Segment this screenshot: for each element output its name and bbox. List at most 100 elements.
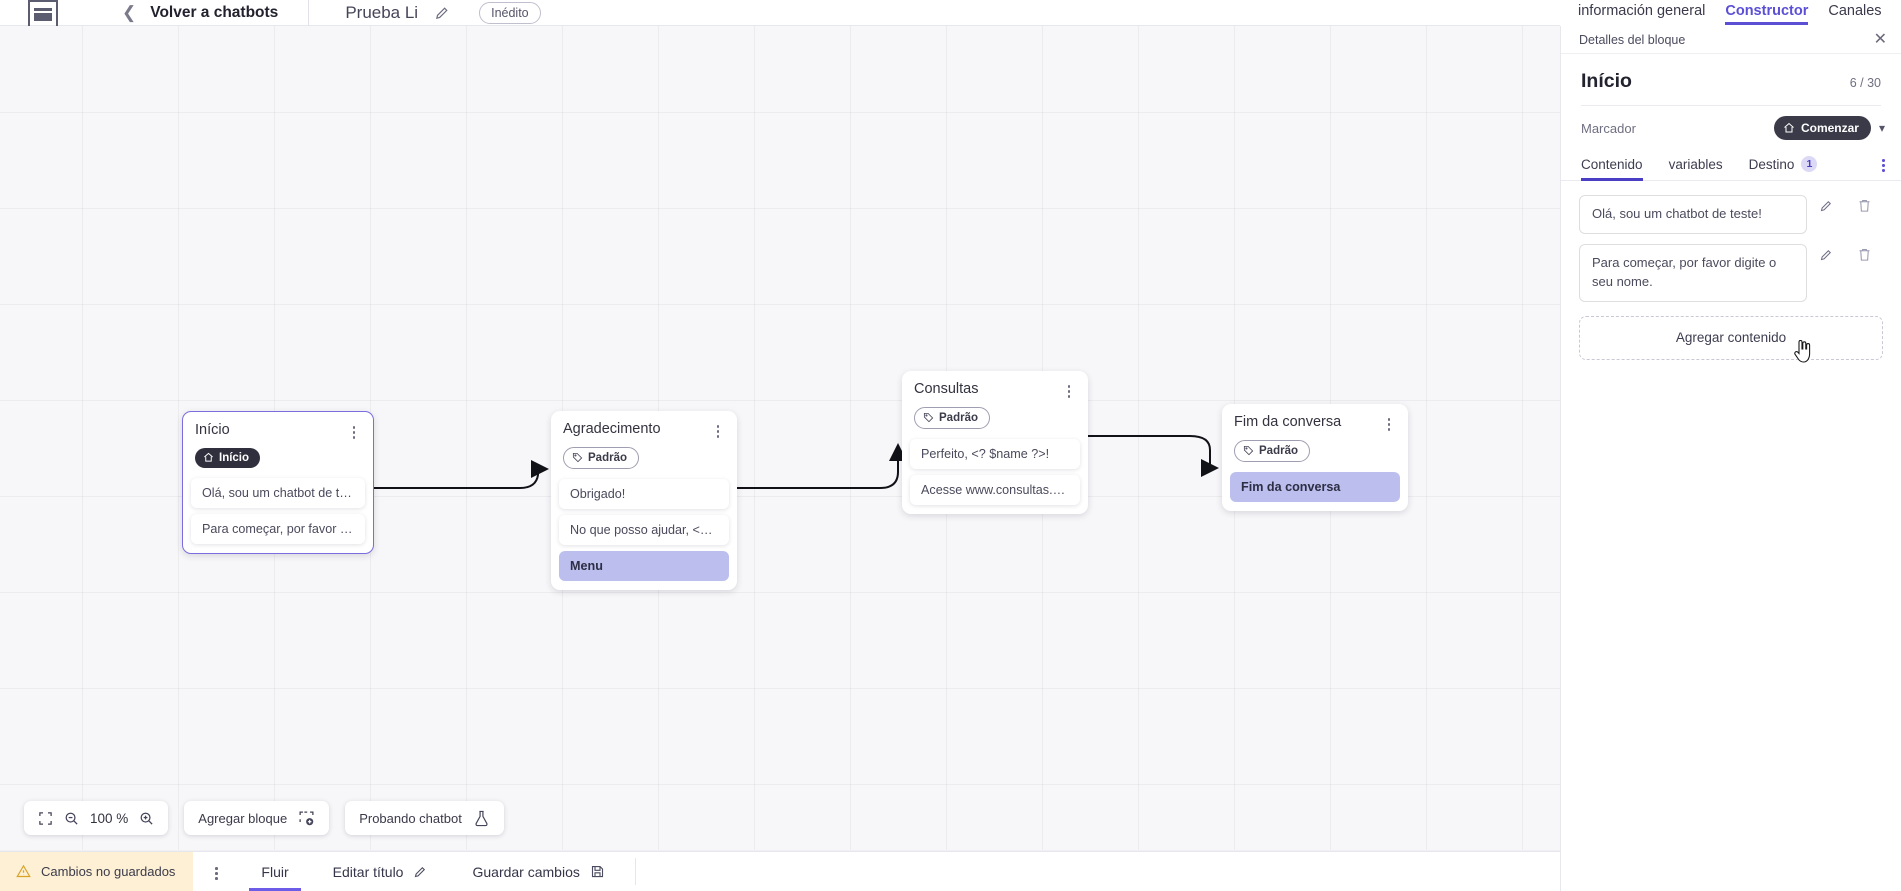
node-rows: Perfeito, <? $name ?>! Acesse www.consul… <box>902 438 1088 505</box>
edge-inicio-agradecimento <box>374 460 549 489</box>
zoom-in-icon[interactable] <box>139 811 154 826</box>
vtr-logo-icon[interactable] <box>26 0 60 26</box>
content-item: Para começar, por favor digite o seu nom… <box>1579 243 1883 302</box>
panel-count: 6 / 30 <box>1849 76 1881 90</box>
flow-node-agradecimento[interactable]: Agradecimento Padrão Obrigado! No que po… <box>551 411 737 590</box>
content-text[interactable]: Para começar, por favor digite o seu nom… <box>1579 243 1807 302</box>
tab-constructor[interactable]: Constructor <box>1725 3 1808 25</box>
kebab-vertical-icon[interactable] <box>1062 381 1076 398</box>
flow-canvas[interactable]: Início Início Olá, sou um chatbot de tes… <box>0 26 1561 861</box>
zoom-controls: 100 % <box>24 801 169 835</box>
tag-icon <box>1243 445 1254 456</box>
marker-row: Marcador Comenzar ▾ <box>1561 106 1901 150</box>
tab-informacion-general[interactable]: información general <box>1578 3 1706 19</box>
node-row[interactable]: Menu <box>559 550 729 581</box>
panel-tab-variables[interactable]: variables <box>1669 157 1723 180</box>
panel-tab-label: Destino <box>1748 156 1795 172</box>
panel-title: Início <box>1581 70 1632 92</box>
node-rows: Obrigado! No que posso ajudar, <? $name … <box>551 478 737 581</box>
node-badge: Padrão <box>1234 439 1310 462</box>
block-details-panel: Detalles del bloque ✕ Início 6 / 30 Marc… <box>1560 26 1901 891</box>
panel-content: Olá, sou um chatbot de teste! Par <box>1561 181 1901 360</box>
zoom-out-icon[interactable] <box>64 811 79 826</box>
panel-tab-destino[interactable]: Destino 1 <box>1749 156 1818 180</box>
edge-agradecimento-consultas <box>737 443 907 489</box>
node-rows: Olá, sou um chatbot de teste! Para começ… <box>183 477 373 544</box>
add-content-button[interactable]: Agregar contenido <box>1579 315 1883 360</box>
node-badge: Padrão <box>914 406 990 429</box>
kebab-vertical-icon[interactable] <box>347 422 361 439</box>
node-header: Início <box>183 412 373 439</box>
chevron-left-icon[interactable]: ❮ <box>122 3 137 22</box>
node-badge: Início <box>195 447 261 468</box>
bottom-divider <box>634 858 636 885</box>
right-tabs: información general Constructor Canales <box>1560 0 1901 26</box>
node-row[interactable]: Olá, sou um chatbot de teste! <box>191 477 365 508</box>
kebab-vertical-icon[interactable] <box>193 852 239 891</box>
node-row[interactable]: Obrigado! <box>559 478 729 509</box>
node-row[interactable]: Perfeito, <? $name ?>! <box>910 438 1080 469</box>
flow-node-inicio[interactable]: Início Início Olá, sou um chatbot de tes… <box>182 411 374 554</box>
canvas-toolbar: 100 % Agregar bloque <box>24 801 504 835</box>
home-icon <box>1783 122 1795 134</box>
close-icon[interactable]: ✕ <box>1873 30 1887 48</box>
marker-label: Marcador <box>1581 120 1636 136</box>
node-row[interactable]: No que posso ajudar, <? $name ... <box>559 514 729 545</box>
panel-tab-badge: 1 <box>1801 156 1818 172</box>
flask-icon <box>473 810 490 827</box>
node-title: Agradecimento <box>563 421 661 437</box>
toolbar-divider <box>308 0 310 30</box>
node-row[interactable]: Para começar, por favor digite o ... <box>191 513 365 544</box>
bottom-tab-fluir[interactable]: Fluir <box>239 852 310 891</box>
save-icon <box>590 864 605 879</box>
unsaved-changes-indicator: Cambios no guardados <box>0 852 194 891</box>
save-changes-button[interactable]: Guardar cambios <box>450 852 626 891</box>
fit-screen-icon[interactable] <box>38 811 53 826</box>
top-bar: ❮ Volver a chatbots Prueba Li Inédito <box>0 0 1561 30</box>
node-header: Agradecimento <box>551 411 737 438</box>
content-item-actions <box>1807 244 1883 262</box>
trash-icon[interactable] <box>1845 247 1883 262</box>
flow-node-fim-da-conversa[interactable]: Fim da conversa Padrão Fim da conversa <box>1222 404 1408 511</box>
node-badge-label: Padrão <box>588 451 627 464</box>
node-badge: Padrão <box>563 446 639 469</box>
node-title: Consultas <box>914 381 979 397</box>
pencil-icon[interactable] <box>1807 247 1845 262</box>
marker-pill-comenzar[interactable]: Comenzar <box>1773 116 1871 140</box>
home-icon <box>203 452 214 463</box>
test-chatbot-button[interactable]: Probando chatbot <box>345 801 504 835</box>
panel-header-label: Detalles del bloque <box>1579 32 1686 47</box>
panel-title-row: Início 6 / 30 <box>1561 54 1901 105</box>
node-row[interactable]: Acesse www.consultas.com par... <box>910 474 1080 505</box>
trash-icon[interactable] <box>1845 198 1883 213</box>
bottom-tab-label: Fluir <box>261 863 289 880</box>
content-text[interactable]: Olá, sou um chatbot de teste! <box>1579 195 1807 234</box>
flow-node-consultas[interactable]: Consultas Padrão Perfeito, <? $name ?>! … <box>902 371 1088 514</box>
edit-title-button[interactable]: Editar título <box>311 852 451 891</box>
tag-icon <box>923 412 934 423</box>
edge-consultas-fim <box>1086 435 1219 477</box>
add-block-button[interactable]: Agregar bloque <box>184 801 330 835</box>
back-to-chatbots-link[interactable]: Volver a chatbots <box>150 3 279 21</box>
tag-icon <box>572 452 583 463</box>
status-badge: Inédito <box>479 1 541 24</box>
save-changes-label: Guardar cambios <box>472 863 580 880</box>
test-chatbot-label: Probando chatbot <box>359 810 462 826</box>
panel-header: Detalles del bloque ✕ <box>1561 26 1901 54</box>
node-row[interactable]: Fim da conversa <box>1230 471 1400 502</box>
node-badge-label: Início <box>219 451 250 464</box>
panel-tab-contenido[interactable]: Contenido <box>1581 157 1643 181</box>
unsaved-changes-label: Cambios no guardados <box>41 864 176 879</box>
chevron-down-icon[interactable]: ▾ <box>1878 121 1885 135</box>
content-item-actions <box>1807 195 1883 213</box>
node-badge-label: Padrão <box>939 411 978 424</box>
pencil-icon[interactable] <box>434 4 451 21</box>
tab-canales[interactable]: Canales <box>1828 3 1882 19</box>
kebab-vertical-icon[interactable] <box>1382 414 1396 431</box>
edit-title-label: Editar título <box>332 863 404 880</box>
kebab-vertical-icon[interactable] <box>711 421 725 438</box>
marker-controls: Comenzar ▾ <box>1773 116 1885 140</box>
pencil-icon[interactable] <box>1807 198 1845 213</box>
kebab-vertical-icon[interactable] <box>1882 158 1885 172</box>
